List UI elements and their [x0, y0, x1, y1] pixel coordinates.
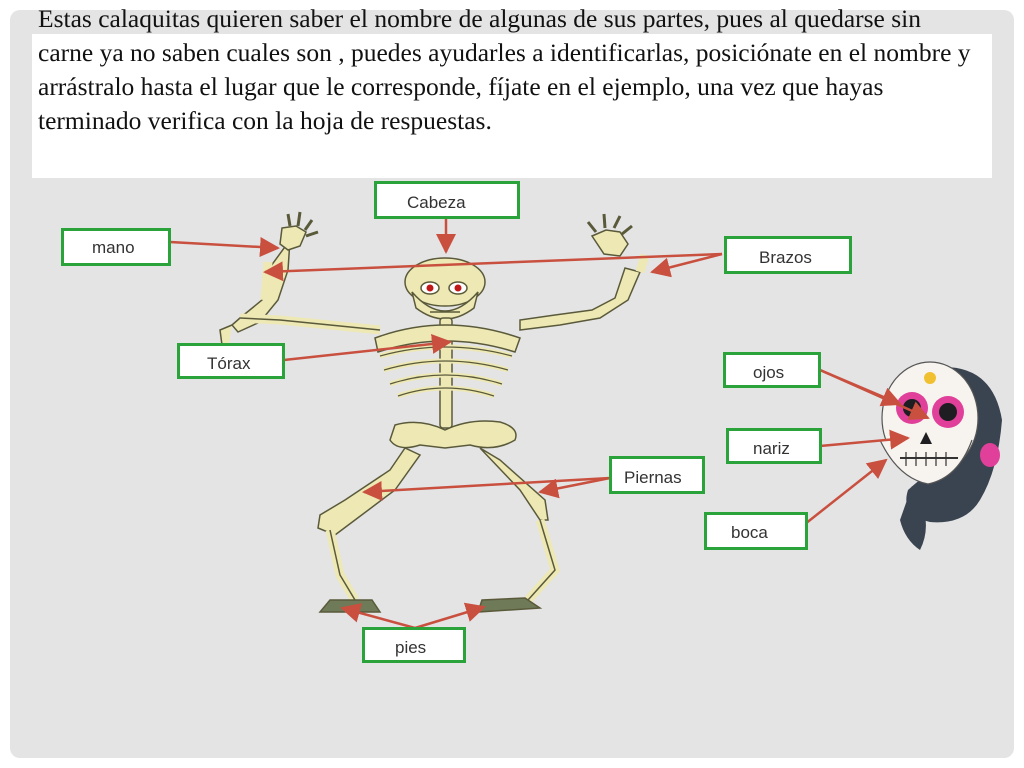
- label-torax[interactable]: Tórax: [177, 343, 285, 379]
- label-cabeza[interactable]: Cabeza: [374, 181, 520, 219]
- label-nariz-text: nariz: [753, 439, 790, 458]
- label-brazos[interactable]: Brazos: [724, 236, 852, 274]
- label-torax-text: Tórax: [207, 354, 251, 373]
- label-ojos-text: ojos: [753, 363, 785, 382]
- label-pies-text: pies: [395, 638, 427, 657]
- label-cabeza-text: Cabeza: [407, 193, 466, 212]
- label-piernas-text: Piernas: [624, 468, 682, 487]
- label-boca-text: boca: [731, 523, 768, 542]
- label-nariz[interactable]: nariz: [726, 428, 822, 464]
- instructions-text: Estas calaquitas quieren saber el nombre…: [38, 4, 971, 135]
- label-pies[interactable]: pies: [362, 627, 466, 663]
- sugar-skull-illustration: [879, 361, 1002, 550]
- pointer-arrows: [169, 218, 930, 630]
- label-boca[interactable]: boca: [704, 512, 808, 550]
- label-mano-text: mano: [92, 238, 135, 257]
- label-piernas[interactable]: Piernas: [609, 456, 705, 494]
- label-mano[interactable]: mano: [61, 228, 171, 266]
- label-ojos[interactable]: ojos: [723, 352, 821, 388]
- instructions-panel: [32, 34, 992, 178]
- label-brazos-text: Brazos: [759, 248, 812, 267]
